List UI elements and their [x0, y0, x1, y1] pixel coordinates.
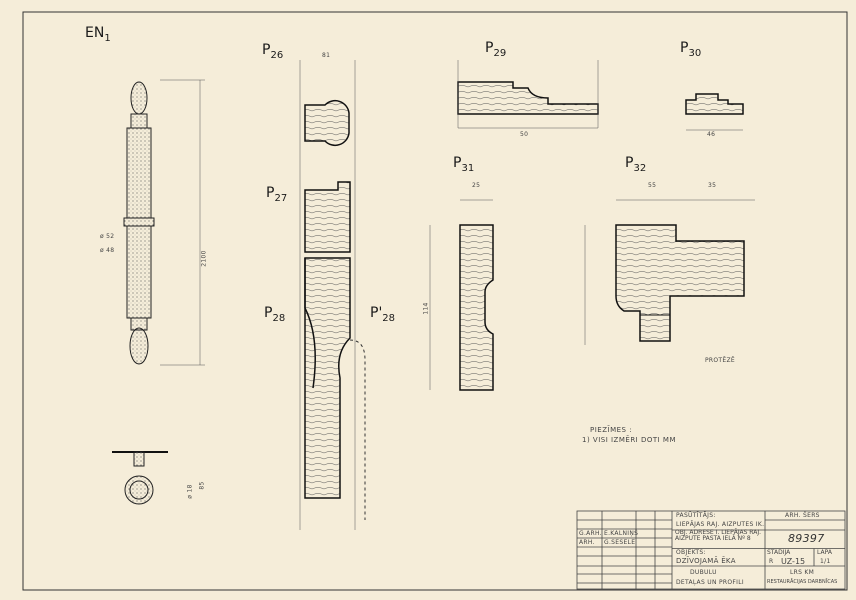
tb-arch: ARH. ŠERS — [785, 512, 820, 519]
dim-p32-35: 35 — [708, 182, 717, 189]
label-p29: P29 — [485, 40, 507, 59]
tb-sheet-label: LAPA — [817, 549, 832, 556]
label-p28: P28 — [264, 305, 286, 324]
profile-p30 — [685, 93, 744, 131]
dim-en1-85: 85 — [198, 481, 206, 490]
label-en1: EN1 — [85, 25, 111, 44]
tb-client: LIEPĀJAS RAJ. AIZPUTES IK. — [676, 521, 765, 528]
tb-role1: G.ARH. — [579, 530, 602, 537]
label-p27: P27 — [266, 185, 288, 204]
tb-drawing-label: DUBULU — [690, 569, 717, 576]
tb-client-label: PASŪTĪTĀJS: — [676, 512, 716, 519]
label-p26: P26 — [262, 42, 284, 61]
baluster-en1 — [112, 79, 205, 505]
annotation-protezes: PROTĒZĒ — [705, 357, 735, 364]
dim-p31-height: 114 — [422, 302, 430, 315]
tb-stage: R — [769, 558, 774, 565]
tb-sheet-code: UZ-15 — [781, 557, 806, 566]
title-block-lines — [576, 510, 846, 590]
notes-title: PIEZĪMES : — [590, 426, 633, 434]
tb-sheet: 1/1 — [820, 558, 831, 565]
label-p32: P32 — [625, 155, 647, 174]
tb-object-label: OBJEKTS: — [676, 549, 706, 556]
dim-p26-width: 81 — [322, 52, 331, 59]
tb-drawing: DETAĻAS UN PROFILI — [676, 579, 744, 586]
dim-p29-width: 50 — [520, 131, 529, 138]
dim-p32-55: 55 — [648, 182, 657, 189]
post-profile-p26-p28 — [299, 60, 366, 530]
dim-en1-d2: ø 48 — [100, 247, 115, 254]
profile-p31 — [429, 199, 494, 391]
tb-name1: E.KALNIŅŠ — [604, 530, 639, 537]
tb-role2: ARH. — [579, 539, 595, 546]
profile-p29 — [457, 60, 599, 129]
dim-p31-width: 25 — [472, 182, 481, 189]
label-p30: P30 — [680, 40, 702, 59]
label-p28-prime: P'28 — [370, 305, 396, 324]
dim-p30-width: 46 — [707, 131, 716, 138]
tb-stage-label: STADIJA — [767, 549, 791, 556]
dim-en1-height: 2100 — [200, 250, 208, 267]
profile-p32 — [584, 199, 755, 345]
tb-number: 89397 — [788, 532, 825, 545]
dim-en1-d3: ø 18 — [186, 484, 194, 499]
label-p31: P31 — [453, 155, 475, 174]
notes-line1: 1) VISI IZMĒRI DOTI MM — [582, 436, 677, 444]
tb-org2: RESTAURĀCIJAS DARBNĪCAS — [767, 579, 838, 585]
sheet-border — [22, 11, 848, 591]
dim-en1-d1: ø 52 — [100, 233, 115, 240]
tb-org1: LRS KM — [790, 569, 815, 576]
tb-name2: G.SESELE — [604, 539, 636, 546]
tb-object-address: OBJ. ADRESE I. LIEPĀJAS RAJ. AIZPUTE PAS… — [675, 529, 762, 542]
tb-object: DZĪVOJAMĀ ĒKA — [676, 557, 736, 565]
